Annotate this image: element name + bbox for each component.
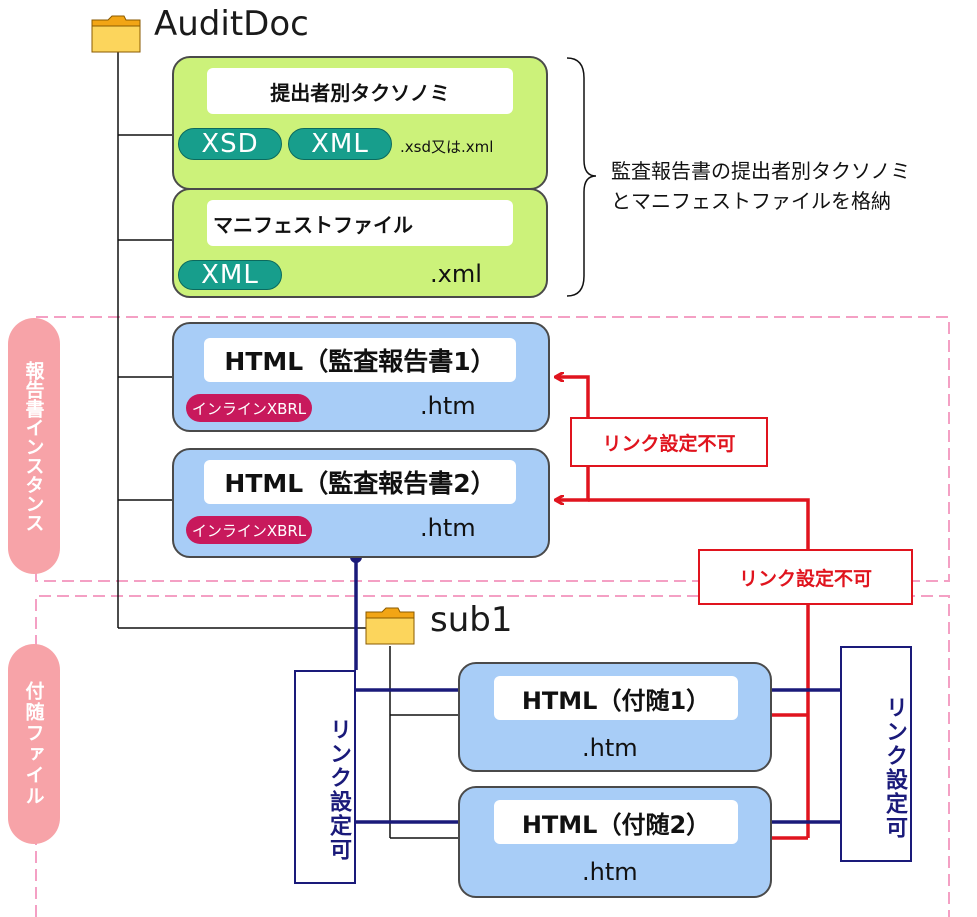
report2-ext: .htm <box>420 514 476 542</box>
link-not-allowed-label-2: リンク設定不可 <box>698 549 913 605</box>
sub-folder-label: sub1 <box>430 600 513 640</box>
xml-pill: XML <box>288 128 392 160</box>
link-allowed-label-left: リンク設定可 <box>294 670 356 884</box>
link-not-allowed-label-1: リンク設定不可 <box>570 417 768 467</box>
attach2-ext: .htm <box>582 858 638 886</box>
taxonomy-title: 提出者別タクソノミ <box>207 68 513 114</box>
attach2-box[interactable]: HTML（付随2） .htm <box>458 786 772 898</box>
manifest-xml-pill: XML <box>178 260 282 290</box>
xsd-pill: XSD <box>178 128 282 160</box>
root-folder-label: AuditDoc <box>154 4 309 44</box>
storage-note: 監査報告書の提出者別タクソノミ とマニフェストファイルを格納 <box>611 156 910 216</box>
sub-folder[interactable] <box>364 604 416 646</box>
attach1-ext: .htm <box>582 734 638 762</box>
report2-inline-xbrl-badge: インラインXBRL <box>186 516 312 544</box>
report1-ext: .htm <box>420 392 476 420</box>
report2-box[interactable]: HTML（監査報告書2） インラインXBRL .htm <box>172 448 550 558</box>
taxonomy-ext: .xsd又は.xml <box>400 138 494 156</box>
curly-brace <box>566 57 597 297</box>
folder-icon <box>365 607 415 645</box>
report1-box[interactable]: HTML（監査報告書1） インラインXBRL .htm <box>172 322 550 432</box>
attachment-files-tab: 付随ファイル <box>8 644 60 844</box>
attach1-box[interactable]: HTML（付随1） .htm <box>458 662 772 772</box>
folder-icon <box>91 15 141 53</box>
report-instance-tab: 報告書インスタンス <box>8 318 60 574</box>
report1-title: HTML（監査報告書1） <box>204 338 516 382</box>
report2-title: HTML（監査報告書2） <box>204 460 516 504</box>
manifest-title: マニフェストファイル <box>207 200 513 246</box>
manifest-box[interactable]: マニフェストファイル XML .xml <box>172 188 548 298</box>
storage-note-line2: とマニフェストファイルを格納 <box>611 189 891 213</box>
attach1-title: HTML（付随1） <box>494 676 738 720</box>
report1-inline-xbrl-badge: インラインXBRL <box>186 394 312 422</box>
tree-lines <box>117 45 460 839</box>
taxonomy-box[interactable]: 提出者別タクソノミ XSD XML .xsd又は.xml <box>172 56 548 190</box>
link-allowed-label-right: リンク設定可 <box>840 646 912 862</box>
attach2-title: HTML（付随2） <box>494 800 738 844</box>
root-folder[interactable] <box>90 12 142 54</box>
attachment-files-region <box>35 595 950 917</box>
manifest-ext: .xml <box>430 260 482 288</box>
storage-note-line1: 監査報告書の提出者別タクソノミ <box>611 159 911 183</box>
